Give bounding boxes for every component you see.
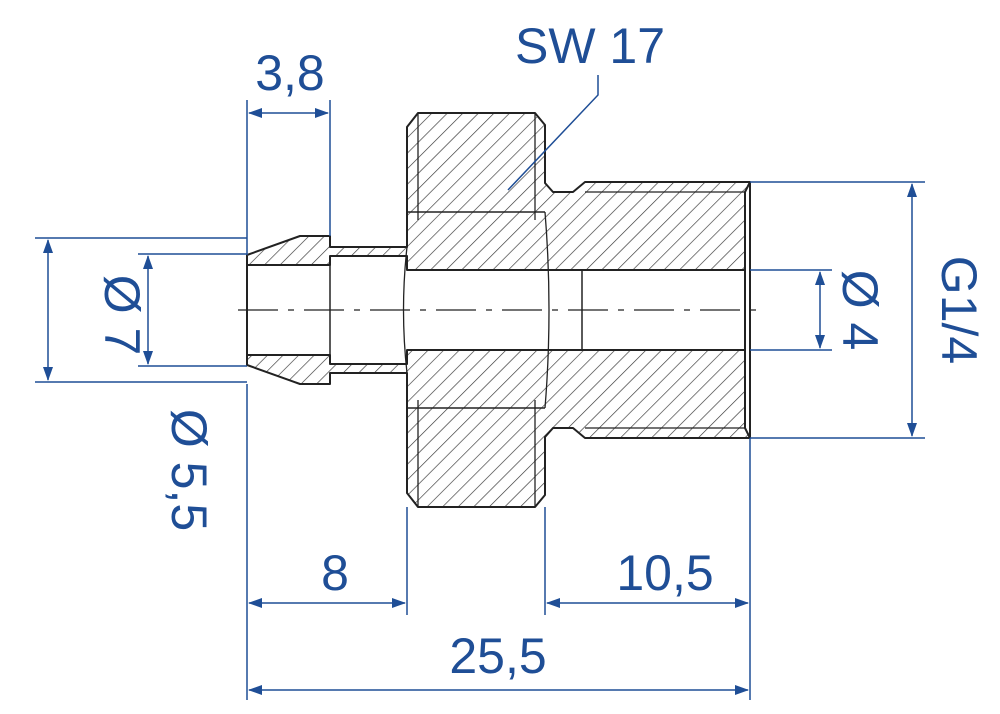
dimension-labels: 3,8 SW 17 8 10,5 25,5 Ø 7 Ø 5,5 Ø 4 G1/4	[94, 18, 987, 684]
upper-section-hatch	[246, 112, 751, 271]
lower-section-hatch	[246, 349, 751, 508]
dim-text-across-flats: SW 17	[515, 18, 665, 74]
dim-text-thread-length: 10,5	[616, 545, 713, 601]
dim-text-thread: G1/4	[931, 256, 987, 364]
dim-text-flare-length: 3,8	[255, 45, 325, 101]
dim-text-outer-diameter: Ø 7	[94, 275, 150, 356]
dim-text-stem-length: 8	[321, 545, 349, 601]
hex-arc-right	[544, 211, 550, 409]
dim-text-bore-diameter: Ø 4	[832, 270, 888, 351]
fitting-section	[246, 112, 751, 508]
dimensions	[35, 75, 925, 700]
dim-text-inner-diameter: Ø 5,5	[161, 409, 217, 531]
dim-text-overall-length: 25,5	[449, 628, 546, 684]
leader-line-across-flats	[507, 75, 599, 191]
